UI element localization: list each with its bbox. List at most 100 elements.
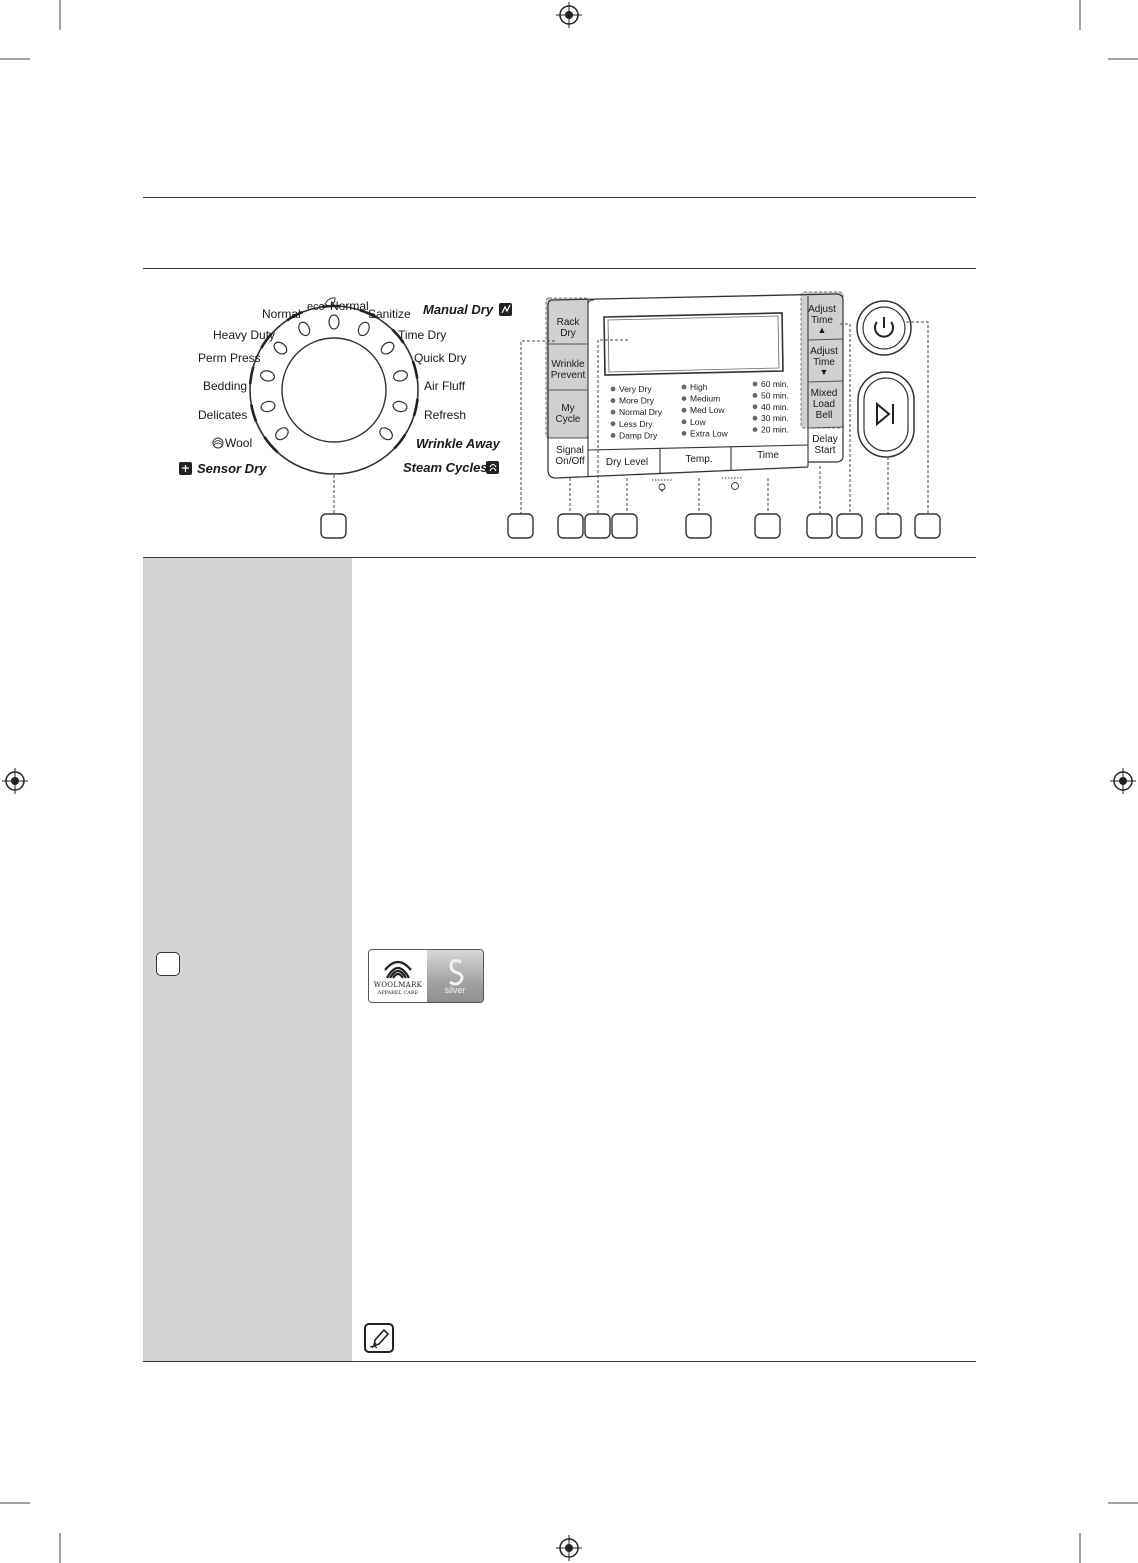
my-cycle-label-line1: My: [561, 403, 574, 414]
second-rule: [143, 268, 976, 269]
start-pause-button[interactable]: [857, 371, 915, 458]
wrinkle-prevent-label-line2: Prevent: [551, 370, 586, 381]
dry_level-indicator-led: [610, 433, 616, 438]
dial-label-perm-press: Perm Press: [198, 351, 261, 365]
dry_level-option-label: More Dry: [619, 396, 655, 406]
dial-label-eco: eco: [307, 301, 325, 313]
dial-position-indicator: [259, 370, 276, 382]
dial-position-indicator: [357, 321, 370, 337]
woolmark-subtext: APPAREL CARE: [377, 990, 419, 996]
dial-label-sanitize: Sanitize: [368, 307, 411, 321]
time-indicator-led: [752, 404, 758, 410]
dial-tick-mark: [412, 398, 419, 417]
time-button[interactable]: Time: [757, 450, 779, 461]
power-button[interactable]: [856, 300, 912, 356]
dry_level-indicator-led: [610, 386, 616, 392]
dial-tick-mark: [286, 310, 304, 322]
wool-icon: [212, 437, 224, 449]
dial-position-indicator: [392, 400, 408, 413]
dial-label-wool: Wool: [225, 436, 252, 450]
temp-indicator-led: [681, 396, 687, 401]
table-bottom-rule: [143, 1361, 976, 1362]
adjust-time-up-line2: Time: [811, 315, 833, 326]
mixed-load-bell-line3: Bell: [816, 410, 833, 421]
temp-indicator-led: [681, 419, 687, 425]
registration-mark-icon: [556, 2, 582, 28]
temp-button[interactable]: Temp.: [685, 454, 712, 465]
dial-label-time-dry: Time Dry: [398, 328, 446, 342]
dial-label-heavy-duty: Heavy Duty: [213, 328, 275, 342]
temp-option-label: Low: [690, 417, 706, 427]
temp-option-label: Medium: [690, 394, 720, 404]
adjust-time-down-line2: Time: [813, 357, 835, 368]
silver-s-icon: [449, 959, 464, 986]
mixed-load-bell-line1: Mixed: [811, 388, 838, 399]
adjust-time-down-button[interactable]: Adjust Time ▼: [810, 346, 838, 377]
dial-label-delicates: Delicates: [198, 408, 247, 422]
dial-position-indicator: [392, 370, 409, 382]
time-option-label: 50 min.: [761, 390, 789, 400]
dry-level-button[interactable]: Dry Level: [606, 457, 648, 468]
my-cycle-button[interactable]: My Cycle: [555, 403, 580, 425]
dry_level-option-label: Very Dry: [619, 384, 652, 394]
delay-start-button[interactable]: Delay Start: [812, 434, 838, 456]
mixed-load-bell-button[interactable]: Mixed Load Bell: [811, 388, 838, 421]
callout-boxes: [320, 513, 941, 539]
temp-indicator-led: [681, 431, 687, 436]
dial-label-refresh: Refresh: [424, 408, 466, 422]
temp-option-label: Extra Low: [690, 428, 729, 438]
eco-leaf-icon: [324, 297, 336, 307]
dial-tick-mark: [393, 433, 407, 450]
time-indicator-led: [752, 381, 758, 387]
start-pause-icon: [876, 401, 894, 427]
rack-dry-label-line1: Rack: [557, 317, 581, 328]
time-option-label: 30 min.: [761, 413, 789, 423]
temp-indicator-led: [681, 407, 687, 413]
dial-group-steam-cycles: Steam Cycles: [403, 460, 488, 475]
manual-dry-icon: [499, 303, 512, 316]
time-indicator-led: [752, 415, 758, 421]
dial-tick-mark: [411, 360, 419, 379]
dry_level-option-label: Less Dry: [619, 419, 653, 429]
callout-leader-lines: [333, 321, 929, 514]
dial-group-manual-dry: Manual Dry: [423, 302, 494, 317]
dry_level-option-label: Damp Dry: [619, 430, 658, 440]
dial-tick-mark: [250, 404, 258, 422]
child-lock-icon: [722, 477, 742, 490]
cycle-selector-dial[interactable]: [248, 304, 419, 475]
woolmark-logo: WOOLMARK APPAREL CARE: [369, 950, 427, 1002]
wrinkle-prevent-button[interactable]: Wrinkle Prevent: [551, 359, 586, 381]
silver-text: silver: [444, 985, 466, 995]
dial-label-air-fluff: Air Fluff: [424, 379, 466, 393]
table-top-rule: [143, 557, 976, 558]
registration-mark-icon: [2, 768, 28, 794]
dial-position-indicator: [328, 314, 340, 330]
woolmark-icon: [384, 960, 412, 979]
delay-start-line2: Start: [814, 445, 835, 456]
adjust-time-up-line1: Adjust: [808, 304, 836, 315]
top-rule: [143, 197, 976, 198]
certification-logos: WOOLMARK APPAREL CARE silver: [368, 949, 484, 1003]
note-icon: [364, 1323, 394, 1353]
dial-group-sensor-dry: Sensor Dry: [197, 461, 267, 476]
dial-label-quick-dry: Quick Dry: [414, 351, 467, 365]
dry_level-indicator-led: [610, 421, 616, 427]
control-panel-illustration: Normal Heavy Duty Perm Press Bedding Del…: [179, 291, 941, 539]
temp-indicator-led: [681, 384, 687, 390]
signal-button[interactable]: Signal On/Off: [555, 445, 584, 467]
registration-mark-icon: [1110, 768, 1136, 794]
dial-position-indicator: [260, 400, 276, 413]
dial-label-normal: Normal: [262, 307, 301, 321]
time-indicator-led: [752, 393, 758, 398]
adjust-time-up-button[interactable]: Adjust Time ▲: [808, 304, 836, 335]
dial-tick-mark: [391, 328, 405, 344]
sensor-dry-icon: [179, 462, 192, 475]
dial-tick-mark: [263, 436, 279, 454]
time-option-label: 60 min.: [761, 379, 789, 389]
mixed-load-bell-line2: Load: [813, 399, 835, 410]
arrow-down-icon: ▼: [820, 367, 829, 377]
power-icon: [874, 317, 894, 338]
arrow-up-icon: ▲: [818, 325, 827, 335]
rack-dry-button[interactable]: Rack Dry: [557, 317, 581, 339]
